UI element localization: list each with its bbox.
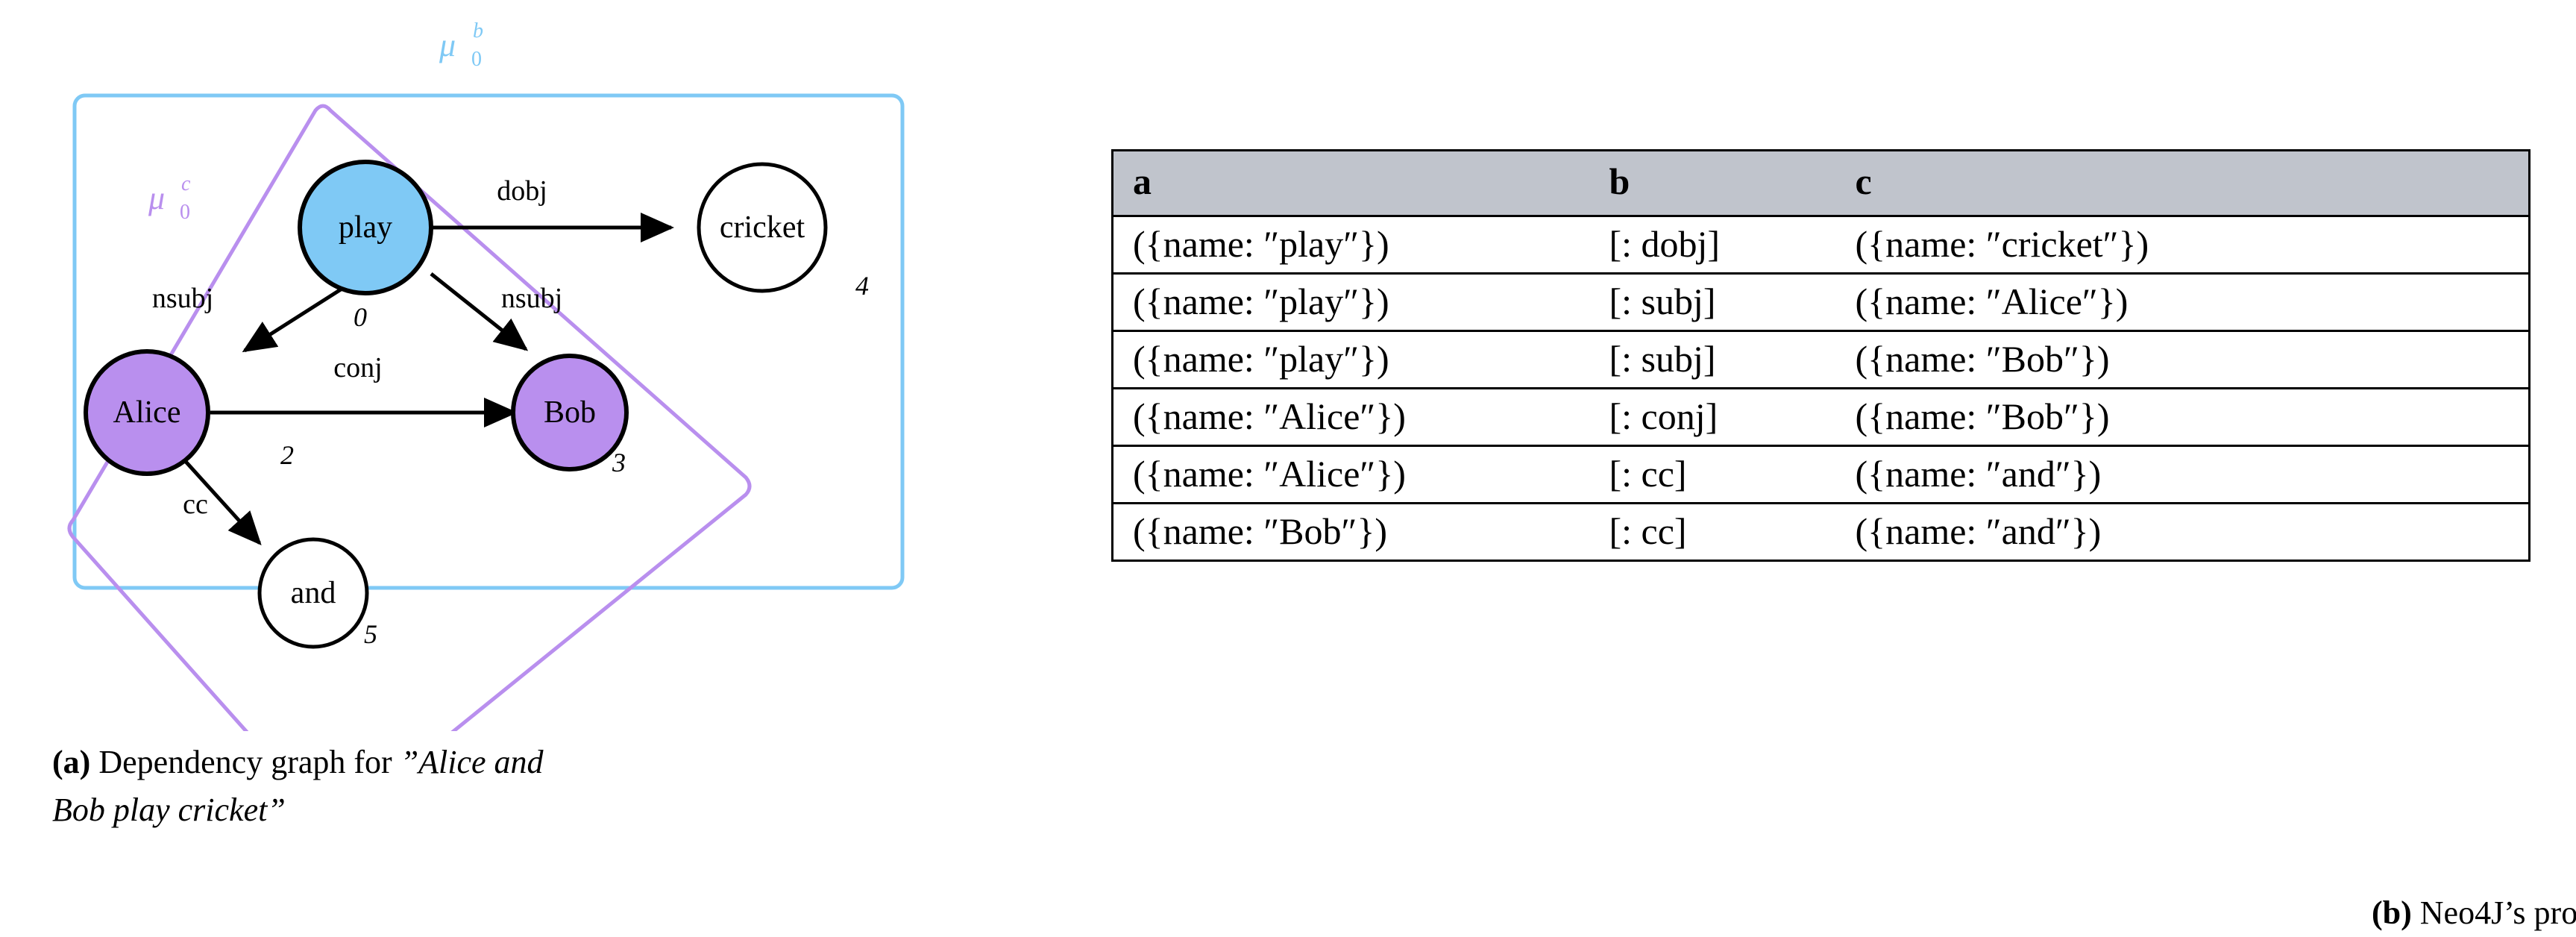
- panel-a-dependency-graph: dobj nsubj nsubj conj cc play 0: [0, 0, 1074, 895]
- edge-label-nsubj-bob: nsubj: [501, 283, 562, 314]
- table-cell-a: ({name: ″Bob″}): [1112, 502, 1590, 562]
- graph-node-and-index: 5: [364, 619, 377, 649]
- region-label-mu-b-sup: b: [473, 19, 483, 43]
- edge-label-conj: conj: [333, 352, 382, 383]
- region-mu-c-boundary: [67, 104, 752, 731]
- graph-node-and-label: and: [291, 576, 336, 610]
- column-header-b: b: [1589, 149, 1836, 217]
- morphism-table: a b c ({name: ″play″}) [: dobj] ({name: …: [1111, 149, 2531, 562]
- region-label-mu-b-sub: 0: [471, 48, 482, 71]
- edge-label-dobj: dobj: [497, 175, 547, 207]
- caption-panel-a-text: Dependency graph for: [98, 744, 392, 780]
- table-cell-b: [: conj]: [1589, 387, 1836, 447]
- region-label-mu-c-sub: 0: [180, 201, 190, 224]
- table-cell-b: [: dobj]: [1589, 215, 1836, 275]
- table-cell-a: ({name: ″Alice″}): [1112, 387, 1590, 447]
- graph-node-cricket[interactable]: cricket 4: [697, 162, 869, 301]
- caption-panel-b-marker: (b): [2372, 894, 2412, 931]
- graph-node-cricket-label: cricket: [720, 210, 805, 245]
- graph-node-cricket-index: 4: [855, 271, 869, 301]
- table-cell-a: ({name: ″Alice″}): [1112, 445, 1590, 504]
- dependency-graph-svg: dobj nsubj nsubj conj cc play 0: [67, 19, 905, 731]
- caption-panel-b-text: Neo4J’s property graph morphism table.: [2419, 894, 2576, 931]
- morphism-table-head: a b c: [1112, 149, 2530, 217]
- column-header-c: c: [1835, 149, 2530, 217]
- edge-label-nsubj-alice: nsubj: [152, 283, 213, 314]
- morphism-table-body: ({name: ″play″}) [: dobj] ({name: ″crick…: [1112, 215, 2530, 562]
- table-cell-c: ({name: ″and″}): [1835, 502, 2530, 562]
- graph-node-bob-label: Bob: [544, 395, 596, 430]
- region-mu-b-boundary: [72, 93, 905, 590]
- table-cell-c: ({name: ″Bob″}): [1835, 387, 2530, 447]
- graph-node-cricket-circle[interactable]: [697, 162, 828, 293]
- region-label-mu-c-base: μ: [148, 180, 165, 216]
- region-label-mu-b-base: μ: [439, 27, 456, 63]
- region-label-mu-c: μ c 0: [148, 172, 191, 224]
- table-cell-c: ({name: ″Bob″}): [1835, 330, 2530, 389]
- caption-panel-a: (a) Dependency graph for ”Alice and Bob …: [52, 739, 574, 834]
- table-row: ({name: ″Bob″}) [: cc] ({name: ″and″}): [1112, 502, 2530, 562]
- table-row: ({name: ″play″}) [: dobj] ({name: ″crick…: [1112, 215, 2530, 275]
- table-cell-c: ({name: ″and″}): [1835, 445, 2530, 504]
- table-cell-c: ({name: ″cricket″}): [1835, 215, 2530, 275]
- table-row: ({name: ″Alice″}) [: conj] ({name: ″Bob″…: [1112, 387, 2530, 447]
- caption-panel-b: (b) Neo4J’s property graph morphism tabl…: [2372, 889, 2576, 937]
- table-cell-a: ({name: ″play″}): [1112, 330, 1590, 389]
- graph-node-alice-label: Alice: [113, 395, 181, 430]
- graph-node-play[interactable]: play 0: [298, 160, 433, 332]
- caption-panel-a-quoted: ”Alice and Bob play cricket”: [52, 744, 544, 828]
- graph-node-play-index: 0: [354, 302, 367, 332]
- column-header-a: a: [1112, 149, 1590, 217]
- edge-label-cc: cc: [183, 489, 208, 520]
- table-cell-b: [: subj]: [1589, 330, 1836, 389]
- graph-node-bob-index: 3: [612, 448, 626, 477]
- region-label-mu-c-sup: c: [181, 172, 191, 195]
- region-label-mu-b: μ b 0: [439, 19, 483, 71]
- table-row: ({name: ″Alice″}) [: cc] ({name: ″and″}): [1112, 445, 2530, 504]
- graph-node-play-label: play: [339, 210, 392, 245]
- table-row: ({name: ″play″}) [: subj] ({name: ″Alice…: [1112, 272, 2530, 332]
- graph-node-and[interactable]: and 5: [257, 537, 377, 649]
- graph-node-alice[interactable]: Alice 2: [84, 349, 294, 476]
- graph-node-play-circle[interactable]: [298, 160, 433, 295]
- graph-node-alice-circle[interactable]: [84, 349, 210, 476]
- graph-node-bob-circle[interactable]: [511, 354, 629, 471]
- table-row: ({name: ″play″}) [: subj] ({name: ″Bob″}…: [1112, 330, 2530, 389]
- graph-node-alice-index: 2: [280, 440, 294, 470]
- table-cell-c: ({name: ″Alice″}): [1835, 272, 2530, 332]
- table-cell-b: [: subj]: [1589, 272, 1836, 332]
- table-cell-a: ({name: ″play″}): [1112, 215, 1590, 275]
- panel-b-morphism-table: a b c ({name: ″play″}) [: dobj] ({name: …: [1111, 149, 2576, 931]
- table-cell-a: ({name: ″play″}): [1112, 272, 1590, 332]
- graph-node-and-circle[interactable]: [257, 537, 369, 649]
- edge-play-bob: [430, 272, 529, 351]
- caption-panel-a-marker: (a): [52, 744, 91, 780]
- table-cell-b: [: cc]: [1589, 445, 1836, 504]
- table-cell-b: [: cc]: [1589, 502, 1836, 562]
- edge-alice-and: [172, 446, 262, 545]
- table-header-row: a b c: [1112, 149, 2530, 217]
- graph-node-bob[interactable]: Bob 3: [511, 354, 629, 477]
